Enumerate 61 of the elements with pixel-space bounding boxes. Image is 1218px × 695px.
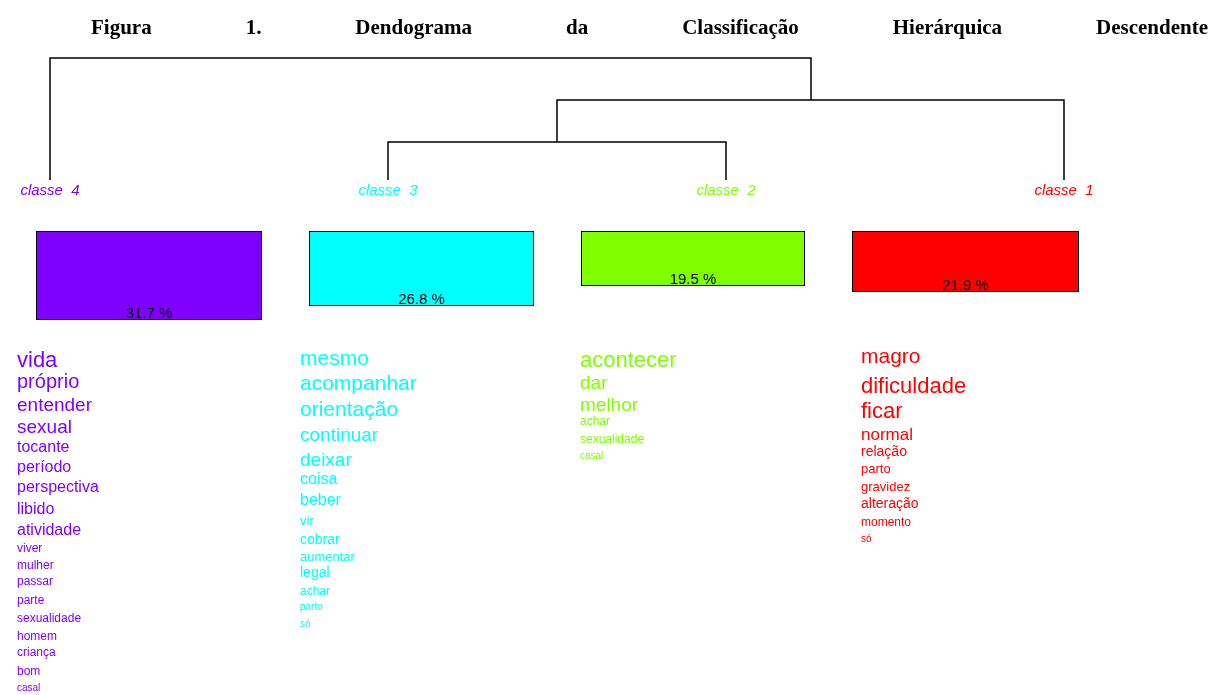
class-word: cobrar — [300, 532, 340, 546]
class-word: dar — [580, 372, 608, 392]
percentage-value: 19.5 % — [669, 271, 717, 286]
class-label: classe 2 — [696, 182, 756, 197]
class-word: orientação — [300, 397, 399, 419]
class-word: gravidez — [861, 479, 911, 493]
class-word: entender — [17, 394, 92, 414]
percentage-value: 31.7 % — [125, 305, 173, 320]
class-word: perspectiva — [17, 479, 99, 495]
class-label: classe 4 — [20, 182, 80, 197]
class-word: momento — [861, 516, 912, 528]
class-word: libido — [17, 501, 55, 517]
class-word: parto — [300, 602, 323, 612]
class-word: aumentar — [300, 549, 355, 563]
class-word: mulher — [17, 559, 54, 571]
class-word: homem — [17, 630, 57, 642]
class-word: próprio — [17, 371, 80, 391]
class-word: melhor — [580, 394, 639, 414]
class-word: magro — [861, 344, 921, 366]
percentage-value: 26.8 % — [398, 291, 445, 306]
percentage-bar — [581, 231, 805, 286]
class-word: parto — [861, 461, 891, 475]
class-word: tocante — [17, 439, 70, 455]
class-word: sexual — [17, 416, 72, 436]
class-word: criança — [17, 646, 56, 658]
class-word: sexualidade — [580, 433, 645, 445]
percentage-bar — [852, 231, 1079, 292]
class-word: legal — [300, 565, 330, 579]
class-word: casal — [17, 683, 41, 693]
class-label: classe 1 — [1034, 182, 1094, 197]
class-word: casal — [580, 451, 604, 461]
percentage-bar — [309, 231, 534, 306]
figure-title: Figura 1. Dendograma da Classificação Hierárquica Descendente — [91, 14, 1208, 41]
class-word: coisa — [300, 471, 338, 487]
class-word: só — [861, 534, 872, 544]
class-word: alteração — [861, 496, 919, 510]
class-word: vir — [300, 513, 314, 527]
class-word: parte — [17, 594, 45, 606]
class-word: passar — [17, 575, 54, 587]
class-word: viver — [17, 542, 43, 554]
class-word: dificuldade — [861, 375, 967, 397]
class-word: achar — [580, 415, 611, 427]
class-word: acontecer — [580, 349, 677, 371]
class-label: classe 3 — [358, 182, 418, 197]
class-word: relação — [861, 444, 907, 458]
class-word: ficar — [861, 400, 903, 422]
percentage-value: 21.9 % — [942, 277, 989, 292]
class-word: atividade — [17, 522, 82, 538]
class-word: beber — [300, 492, 341, 508]
class-word: vida — [17, 349, 58, 371]
class-word: achar — [300, 585, 331, 597]
class-word: sexualidade — [17, 612, 82, 624]
class-word: acompanhar — [300, 371, 417, 393]
class-word: continuar — [300, 424, 379, 444]
class-word: período — [17, 459, 72, 475]
class-word: só — [300, 619, 311, 629]
class-word: bom — [17, 665, 41, 677]
class-word: mesmo — [300, 346, 369, 368]
percentage-bar — [36, 231, 262, 320]
class-word: deixar — [300, 449, 352, 469]
class-word: normal — [861, 425, 913, 443]
